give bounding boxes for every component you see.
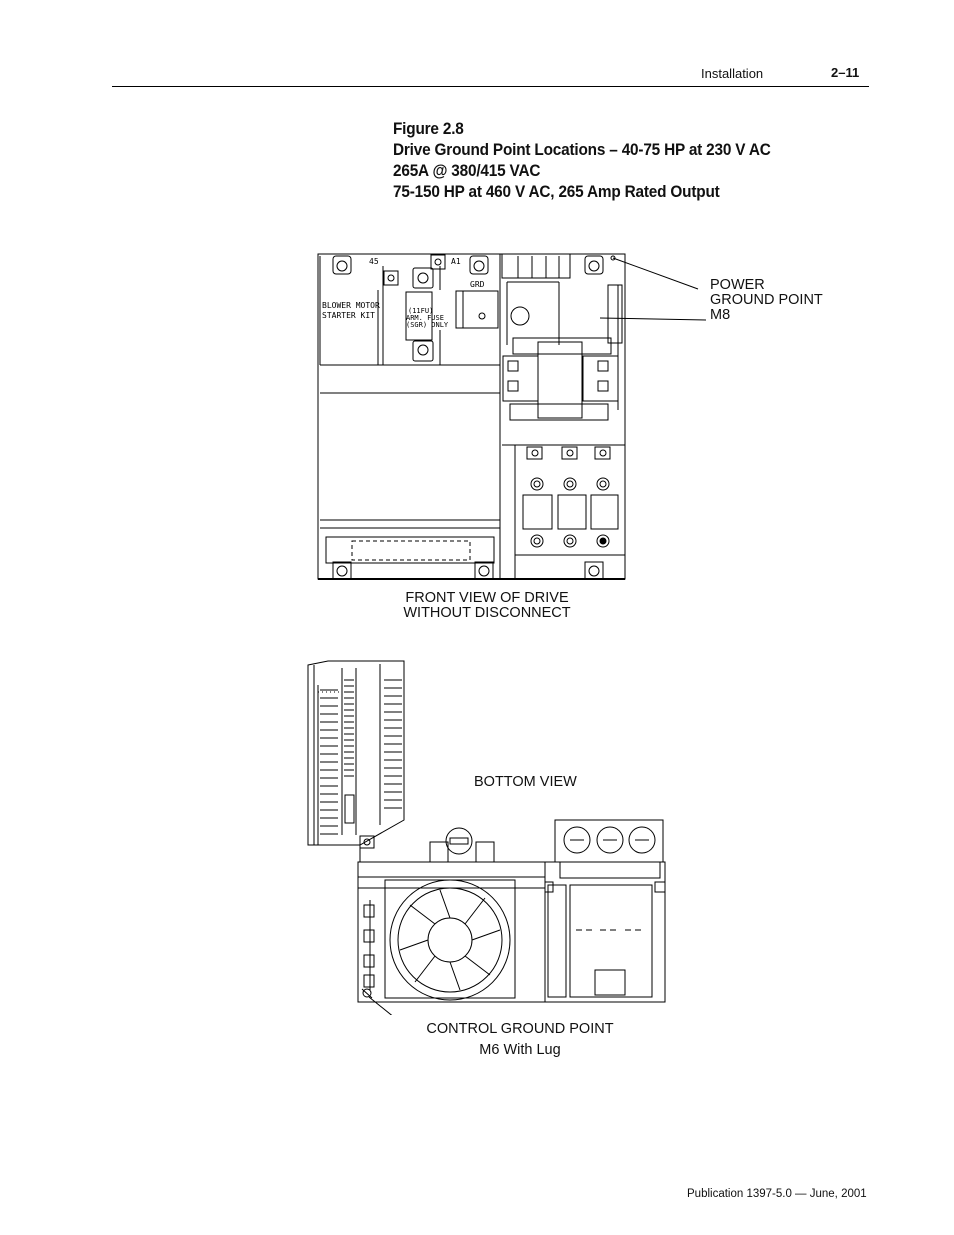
terminal-a1-label: A1 — [451, 257, 461, 266]
control-ground-callout: CONTROL GROUND POINT M6 With Lug — [418, 1019, 622, 1061]
figure-title-line-2: 265A @ 380/415 VAC — [393, 162, 541, 180]
control-board-side — [307, 660, 405, 846]
fuse-label-line-2: ARM. FUSE — [406, 314, 444, 322]
figure-title: Figure 2.8 Drive Ground Point Locations … — [393, 119, 771, 203]
mounting-slot-top-right — [584, 255, 604, 275]
front-view-caption-line-2: WITHOUT DISCONNECT — [403, 605, 571, 621]
bottom-view-drawing — [307, 660, 666, 1015]
publication-footer: Publication 1397-5.0 — June, 2001 — [687, 1188, 867, 1200]
page-number: 2–11 — [831, 65, 860, 80]
mounting-slot-bottom-right — [588, 565, 600, 577]
power-ground-point-m8 — [510, 306, 530, 326]
front-view-drawing: 45 A1 GRD BLOWER MOTOR STARTER KIT (11FU… — [317, 253, 626, 580]
front-view-caption-line-1: FRONT VIEW OF DRIVE — [405, 590, 569, 606]
power-callout-line-1: POWER — [710, 277, 765, 293]
terminal-45-label: 45 — [369, 257, 379, 266]
output-terminal-2 — [557, 446, 587, 548]
control-ground-leader — [368, 996, 393, 1015]
mounting-slot-bottom-left — [336, 565, 348, 577]
control-ground-point-m6 — [362, 988, 372, 998]
power-callout-line-3: M8 — [710, 307, 731, 323]
mounting-slot-top-left — [332, 255, 352, 275]
running-header-section: Installation — [701, 66, 764, 81]
grd-label: GRD — [470, 280, 485, 289]
blower-label-line-2: STARTER KIT — [322, 311, 375, 320]
power-ground-callout: POWER GROUND POINT M8 — [710, 278, 823, 323]
chassis-outline — [357, 861, 666, 1003]
fuse-label-line-1: (11FU) — [408, 307, 433, 315]
control-callout-line-1: CONTROL GROUND POINT — [426, 1021, 614, 1037]
blower-label-line-1: BLOWER MOTOR — [322, 301, 380, 310]
front-view-caption: FRONT VIEW OF DRIVE WITHOUT DISCONNECT — [392, 591, 582, 621]
figure-title-line-1: Drive Ground Point Locations – 40-75 HP … — [393, 141, 771, 159]
bottom-view-caption: BOTTOM VIEW — [474, 774, 577, 790]
header-rule — [112, 86, 869, 87]
figure-label: Figure 2.8 — [393, 120, 464, 138]
power-callout-line-2: GROUND POINT — [710, 292, 823, 308]
control-callout-line-2: M6 With Lug — [479, 1042, 561, 1058]
mounting-slot-top-mid — [469, 255, 489, 275]
output-terminal-1 — [522, 446, 553, 548]
figure-title-line-3: 75-150 HP at 460 V AC, 265 Amp Rated Out… — [393, 183, 720, 201]
fuse-label-line-3: (SGR) ONLY — [406, 321, 449, 329]
cooling-fan — [384, 879, 516, 1001]
mounting-slot-bottom-mid — [478, 565, 490, 577]
power-ground-leader — [600, 257, 707, 321]
output-terminal-3 — [590, 446, 619, 548]
